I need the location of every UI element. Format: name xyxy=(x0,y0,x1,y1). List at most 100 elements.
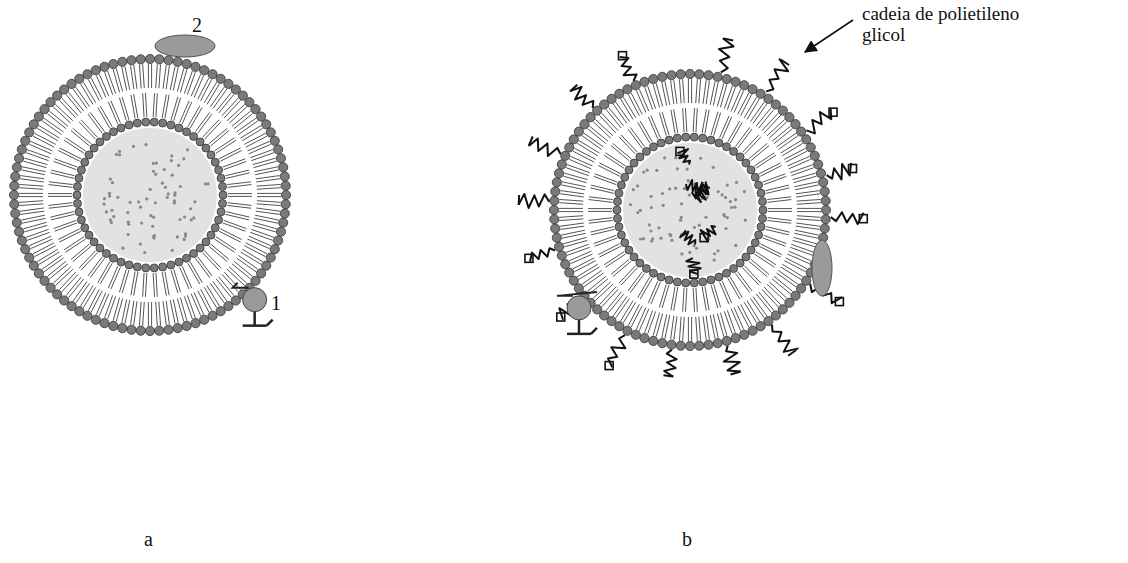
lipid-head xyxy=(569,276,578,285)
lipid-tail xyxy=(188,106,200,127)
solute-dot xyxy=(688,251,691,254)
lipid-tail xyxy=(559,216,583,218)
lipid-tail xyxy=(30,141,52,151)
lipid-head xyxy=(759,206,767,214)
lipid-tail xyxy=(249,144,271,154)
lipid-tail xyxy=(49,182,73,185)
lipid-tail xyxy=(51,170,74,176)
solute-dot xyxy=(642,237,645,240)
peg-end xyxy=(788,350,796,356)
lipid-head xyxy=(110,128,118,136)
lipid-head xyxy=(713,72,722,81)
lipid-head xyxy=(565,143,574,152)
lipid-tail xyxy=(595,174,618,182)
lipid-head xyxy=(207,151,215,159)
peg-chain xyxy=(664,350,677,377)
lipid-tail xyxy=(720,313,726,336)
liposome-b xyxy=(519,38,868,376)
lipid-head xyxy=(12,163,21,172)
lipid-head xyxy=(673,134,681,142)
lipid-head xyxy=(276,227,285,236)
lipid-head xyxy=(722,336,731,345)
lipid-tail xyxy=(255,170,278,175)
lipid-head xyxy=(561,260,570,269)
lipid-head xyxy=(561,151,570,160)
lipid-tail xyxy=(256,211,280,214)
lipid-tail xyxy=(566,168,589,176)
lipid-tail xyxy=(683,317,685,341)
lipid-tail xyxy=(756,252,776,265)
lipid-tail xyxy=(148,64,149,88)
lipid-head xyxy=(276,154,285,163)
solute-dot xyxy=(182,157,185,160)
lipid-head xyxy=(623,85,632,94)
lipid-tail xyxy=(26,153,49,161)
lipid-head xyxy=(665,276,673,284)
solute-dot xyxy=(171,174,174,177)
lipid-tail xyxy=(51,214,74,220)
lipid-tail xyxy=(108,296,116,319)
lipid-tail xyxy=(242,128,263,140)
lipid-head xyxy=(155,55,164,64)
lipid-tail xyxy=(83,82,95,103)
lipid-head xyxy=(625,246,633,254)
lipid-head xyxy=(190,250,198,258)
lipid-head xyxy=(200,66,209,75)
lipid-tail xyxy=(90,258,104,277)
solute-dot xyxy=(143,251,146,254)
lipid-head xyxy=(133,119,141,127)
lipid-head xyxy=(621,173,629,181)
lipid-tail xyxy=(163,65,166,89)
solute-dot xyxy=(139,242,142,245)
lipid-tail xyxy=(156,64,158,88)
lipid-tail xyxy=(796,226,820,229)
lipid-tail xyxy=(683,79,685,103)
lipid-tail xyxy=(131,301,134,325)
lipid-tail xyxy=(766,229,789,235)
lipid-tail xyxy=(766,227,789,233)
lipid-head xyxy=(10,200,19,209)
lipid-tail xyxy=(253,161,276,167)
lipid-tail xyxy=(703,80,706,104)
lipid-tail xyxy=(49,185,73,188)
lipid-tail xyxy=(88,257,102,276)
lipid-head xyxy=(211,158,219,166)
peg-end xyxy=(730,372,740,375)
lipid-tail xyxy=(796,223,820,226)
lipid-head xyxy=(167,261,175,269)
solute-dot xyxy=(139,206,142,209)
lipid-head xyxy=(667,71,676,80)
lipid-head xyxy=(690,279,698,287)
lipid-tail xyxy=(113,69,119,92)
solute-dot xyxy=(669,234,672,237)
lipid-head xyxy=(91,315,100,324)
lipid-tail xyxy=(171,270,178,293)
lipid-head xyxy=(695,341,704,350)
solute-dot xyxy=(178,218,181,221)
lipid-tail xyxy=(170,300,175,323)
solute-dot xyxy=(110,221,113,224)
lipid-head xyxy=(740,330,749,339)
lipid-head xyxy=(715,139,723,147)
lipid-head xyxy=(270,245,279,254)
lipid-tail xyxy=(786,151,807,162)
lipid-tail xyxy=(613,261,631,276)
lipid-head xyxy=(183,254,191,262)
aqueous-core xyxy=(83,128,217,262)
lipid-tail xyxy=(781,141,802,153)
solute-dot xyxy=(149,214,152,217)
lipid-head xyxy=(91,66,100,75)
solute-dot xyxy=(693,226,696,229)
lipid-tail xyxy=(749,143,767,158)
lipid-tail xyxy=(251,229,274,237)
lipid-tail xyxy=(588,208,612,209)
lipid-head xyxy=(125,261,133,269)
lipid-tail xyxy=(784,261,805,272)
lipid-tail xyxy=(20,208,44,211)
peg-loop xyxy=(829,108,837,116)
lipid-tail xyxy=(139,302,141,326)
lipid-tail xyxy=(790,247,813,255)
solute-dot xyxy=(173,199,176,202)
lipid-tail xyxy=(55,159,78,167)
